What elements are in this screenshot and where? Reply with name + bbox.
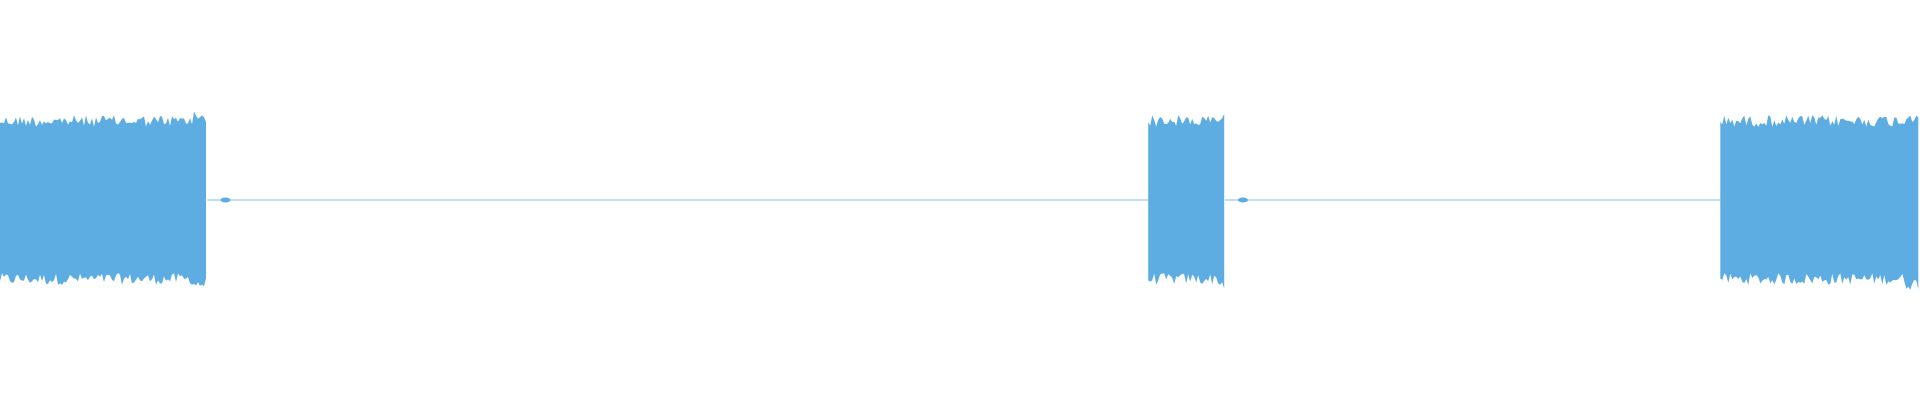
waveform-silence-line	[207, 199, 1149, 201]
waveform-silence-blip	[1238, 197, 1248, 203]
waveform-signal-block	[0, 111, 206, 287]
waveform-silence-line	[1225, 199, 1721, 201]
waveform-segments	[0, 111, 1919, 290]
waveform-silence-blip	[220, 197, 231, 203]
waveform-signal-block	[1720, 115, 1919, 290]
waveform-signal-block	[1148, 113, 1225, 289]
